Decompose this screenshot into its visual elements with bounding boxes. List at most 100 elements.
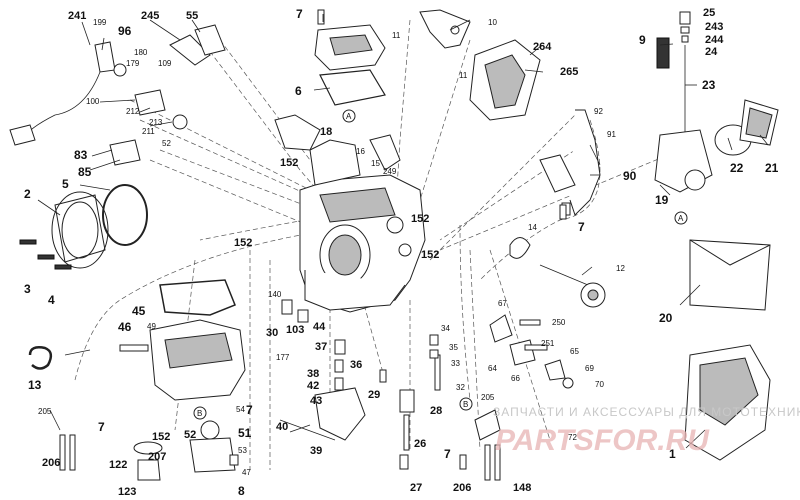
callout-38: 38 <box>307 368 319 380</box>
callout-207: 207 <box>148 451 166 463</box>
callout-152-bottom: 152 <box>152 431 170 443</box>
jets-needles <box>279 299 441 470</box>
callout-265: 265 <box>560 66 578 78</box>
callout-64: 64 <box>488 364 497 373</box>
callout-55: 55 <box>186 10 198 22</box>
callout-34: 34 <box>441 324 450 333</box>
carburetor-body <box>274 114 426 313</box>
watermark-caption: ЗАПЧАСТИ И АКСЕССУАРЫ ДЛЯ МОТОТЕХНИКИ <box>493 405 800 419</box>
callout-249: 249 <box>383 167 397 176</box>
callout-199: 199 <box>93 18 107 27</box>
callout-40: 40 <box>276 421 288 433</box>
ref-marker-a-right <box>674 211 688 225</box>
callout-b-right: B <box>463 400 468 409</box>
callout-103: 103 <box>286 324 304 336</box>
callout-46: 46 <box>118 320 132 334</box>
callout-211: 211 <box>142 127 155 136</box>
callout-44: 44 <box>313 321 326 333</box>
callout-152-right: 152 <box>421 249 439 261</box>
float-bowl <box>59 279 501 481</box>
callout-206-right: 206 <box>453 482 471 494</box>
callout-24: 24 <box>705 46 718 58</box>
callout-27: 27 <box>410 482 422 494</box>
callout-47: 47 <box>242 468 251 477</box>
callout-5: 5 <box>62 177 69 191</box>
callout-2: 2 <box>24 187 31 201</box>
callout-72: 72 <box>568 433 577 442</box>
callout-152-mid: 152 <box>411 213 429 225</box>
callout-245: 245 <box>141 10 159 22</box>
callout-6: 6 <box>295 84 302 98</box>
callout-26: 26 <box>414 438 426 450</box>
callout-a-right: A <box>678 214 684 223</box>
callout-11-b: 11 <box>459 71 468 80</box>
callout-109: 109 <box>158 59 172 68</box>
callout-180: 180 <box>134 48 148 57</box>
callout-32: 32 <box>456 383 465 392</box>
callout-205-right: 205 <box>481 393 495 402</box>
callout-30: 30 <box>266 327 278 339</box>
callout-90: 90 <box>623 169 637 183</box>
callout-7-top: 7 <box>296 7 303 21</box>
callout-51: 51 <box>238 426 252 440</box>
callout-18: 18 <box>320 126 332 138</box>
callout-15: 15 <box>371 159 380 168</box>
callout-52: 52 <box>162 139 171 148</box>
ref-marker-b-left <box>193 406 207 420</box>
top-cover <box>314 9 386 106</box>
callout-13: 13 <box>28 378 42 392</box>
callout-4: 4 <box>48 293 55 307</box>
callout-85: 85 <box>78 165 92 179</box>
callout-22: 22 <box>730 161 744 175</box>
callout-148: 148 <box>513 482 531 494</box>
watermark: ЗАПЧАСТИ И АКСЕССУАРЫ ДЛЯ МОТОТЕХНИКИ PA… <box>493 405 800 457</box>
ref-marker-a-top <box>342 109 356 123</box>
callout-7-right: 7 <box>578 220 585 234</box>
callout-140: 140 <box>268 290 282 299</box>
callout-213: 213 <box>149 118 163 127</box>
leader-lines <box>37 14 769 449</box>
callout-66: 66 <box>511 374 520 383</box>
callout-244: 244 <box>705 34 724 46</box>
callout-212: 212 <box>126 107 140 116</box>
top-right-components <box>654 11 779 461</box>
callout-a-top: A <box>346 112 352 121</box>
callout-39: 39 <box>310 445 322 457</box>
callout-92: 92 <box>594 107 603 116</box>
ref-marker-b-right <box>459 397 473 411</box>
callout-53: 53 <box>238 446 247 455</box>
callout-96: 96 <box>118 24 132 38</box>
callout-54: 54 <box>236 405 245 414</box>
callout-43: 43 <box>310 395 322 407</box>
callout-16: 16 <box>356 147 365 156</box>
callout-83: 83 <box>74 148 88 162</box>
callout-122: 122 <box>109 459 127 471</box>
callout-33: 33 <box>451 359 460 368</box>
callout-1: 1 <box>669 447 676 461</box>
callout-241: 241 <box>68 10 86 22</box>
callout-179: 179 <box>126 59 140 68</box>
throttle-bracket <box>419 9 541 121</box>
callout-45: 45 <box>132 304 146 318</box>
callout-177: 177 <box>276 353 290 362</box>
callout-8: 8 <box>238 484 245 498</box>
callout-11-a: 11 <box>392 31 401 40</box>
callout-7-bowl: 7 <box>246 403 253 417</box>
callout-29: 29 <box>368 389 380 401</box>
callout-23: 23 <box>702 78 716 92</box>
callout-10: 10 <box>488 18 497 27</box>
part-callouts: 241 199 96 245 55 180 179 109 100 212 21… <box>24 7 779 498</box>
callout-49: 49 <box>147 322 156 331</box>
left-components <box>9 24 226 370</box>
callout-65: 65 <box>570 347 579 356</box>
watermark-logo: PARTSFOR.RU <box>495 424 710 457</box>
callout-28: 28 <box>430 405 442 417</box>
callout-21: 21 <box>765 161 779 175</box>
callout-12: 12 <box>616 264 625 273</box>
callout-243: 243 <box>705 21 723 33</box>
callout-9: 9 <box>639 33 646 47</box>
callout-3: 3 <box>24 282 31 296</box>
callout-91: 91 <box>607 130 616 139</box>
callout-206-left: 206 <box>42 457 60 469</box>
